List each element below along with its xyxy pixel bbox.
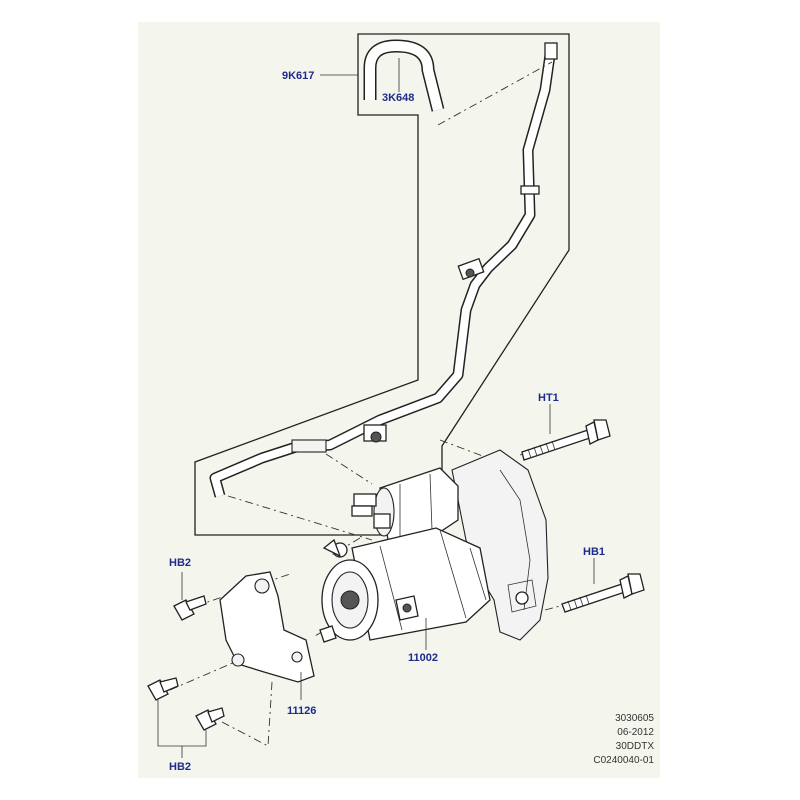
callout-bolt-left-upper: HB2: [169, 557, 191, 569]
meta-line-4: C0240040-01: [593, 755, 654, 766]
diagram-background: [138, 22, 660, 778]
bracket-part: [219, 571, 315, 700]
hose-clip-upper: [520, 185, 540, 195]
callout-bolt-top: HT1: [538, 392, 559, 404]
meta-line-3: 30DDTX: [616, 741, 655, 752]
callout-bolt-right: HB1: [583, 546, 605, 558]
callout-leader-lines: [320, 74, 595, 584]
callout-starter-motor: 11002: [408, 652, 438, 664]
bolt-hb1-part: [561, 573, 645, 613]
callout-bracket: 11126: [287, 705, 316, 717]
hose-sleeve: [291, 439, 327, 453]
starter-motor-part: [319, 449, 549, 650]
hose-assembly-group-outline: [194, 33, 570, 536]
bolt-hb2-upper-part: [173, 572, 207, 621]
callout-bolt-left-lower: HB2: [169, 761, 191, 773]
hose-end-fitting: [544, 42, 558, 60]
coolant-hose-part: [209, 42, 558, 498]
u-hose-part: [363, 39, 445, 112]
meta-line-1: 3030605: [615, 713, 654, 724]
callout-hose-assembly: 9K617: [282, 70, 314, 82]
bolt-hb2-lower-part: [147, 677, 225, 758]
bolt-ht1-part: [521, 419, 611, 461]
meta-line-2: 06-2012: [617, 727, 654, 738]
callout-hose: 3K648: [382, 92, 414, 104]
